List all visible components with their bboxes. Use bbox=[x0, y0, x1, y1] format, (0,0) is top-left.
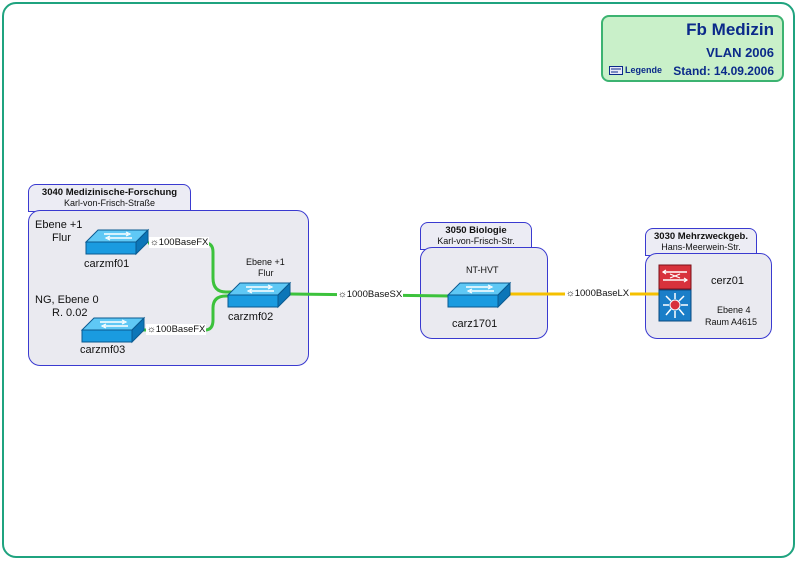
device-loc1-cerz01: Ebene 4 bbox=[717, 305, 751, 315]
building-3040-tab: 3040 Medizinische-Forschung Karl-von-Fri… bbox=[28, 184, 191, 212]
device-loc1-carzmf01: Ebene +1 bbox=[35, 219, 83, 231]
link-carzmf01-carzmf02 bbox=[148, 241, 236, 294]
legend-icon bbox=[609, 65, 623, 75]
device-loc1-carzmf02: Ebene +1 bbox=[246, 257, 285, 267]
router-icon-cerz01[interactable] bbox=[658, 264, 692, 322]
building-3030-street: Hans-Meerwein-Str. bbox=[661, 242, 741, 252]
link-carzmf03-carzmf02 bbox=[142, 294, 236, 332]
switch-icon-carzmf03[interactable] bbox=[80, 316, 146, 344]
media-label-l4: ☼1000BaseLX bbox=[565, 288, 631, 299]
device-name-carzmf01: carzmf01 bbox=[84, 258, 130, 270]
stand-date: Stand: 14.09.2006 bbox=[673, 64, 774, 78]
title-box: Fb Medizin VLAN 2006 Stand: 14.09.2006 L… bbox=[601, 15, 784, 82]
legend-link[interactable]: Legende bbox=[609, 65, 662, 75]
building-3040-heading: 3040 Medizinische-Forschung bbox=[41, 187, 178, 198]
switch-icon-carz1701[interactable] bbox=[446, 281, 512, 309]
switch-icon-carzmf02[interactable] bbox=[226, 281, 292, 309]
device-loc2-carzmf03: R. 0.02 bbox=[52, 307, 88, 319]
building-3030-tab: 3030 Mehrzweckgeb. Hans-Meerwein-Str. bbox=[645, 228, 757, 256]
device-name-cerz01: cerz01 bbox=[711, 275, 745, 287]
building-3050-heading: 3050 Biologie bbox=[445, 225, 507, 236]
diagram-title: Fb Medizin bbox=[686, 20, 774, 39]
media-label-l2: ☼100BaseFX bbox=[146, 324, 207, 335]
device-loc2-cerz01: Raum A4615 bbox=[705, 317, 758, 327]
building-3050-tab: 3050 Biologie Karl-von-Frisch-Str. bbox=[420, 222, 532, 250]
building-3050-street: Karl-von-Frisch-Str. bbox=[437, 236, 515, 246]
device-name-carzmf03: carzmf03 bbox=[80, 344, 126, 356]
switch-icon-carzmf01[interactable] bbox=[84, 228, 150, 256]
device-name-carzmf02: carzmf02 bbox=[228, 311, 274, 323]
legend-label: Legende bbox=[625, 65, 663, 75]
building-3040-area bbox=[28, 210, 309, 366]
device-loc1-carz1701: NT-HVT bbox=[466, 265, 499, 275]
device-loc2-carzmf02: Flur bbox=[258, 268, 274, 278]
building-3040-street: Karl-von-Frisch-Straße bbox=[63, 198, 155, 208]
building-3030-heading: 3030 Mehrzweckgeb. bbox=[654, 231, 748, 242]
media-label-l3: ☼1000BaseSX bbox=[337, 289, 404, 300]
device-loc1-carzmf03: NG, Ebene 0 bbox=[35, 294, 99, 306]
device-name-carz1701: carz1701 bbox=[452, 318, 498, 330]
vlan-label: VLAN 2006 bbox=[706, 45, 774, 60]
device-loc2-carzmf01: Flur bbox=[52, 232, 71, 244]
media-label-l1: ☼100BaseFX bbox=[149, 237, 210, 248]
